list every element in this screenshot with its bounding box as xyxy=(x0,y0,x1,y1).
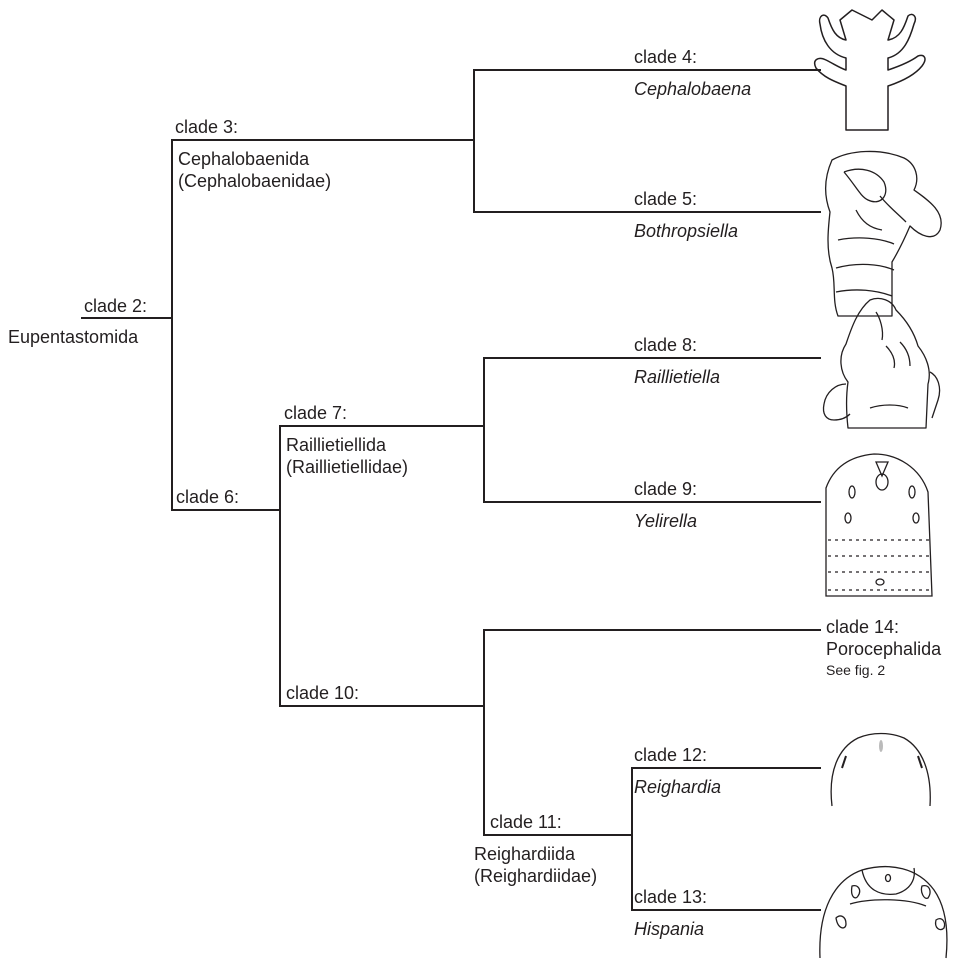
clade-7-family: (Raillietiellidae) xyxy=(286,457,409,477)
clade-3-label: clade 3: xyxy=(175,117,239,137)
clade-13-name: Hispania xyxy=(634,919,705,939)
clade-9-name: Yelirella xyxy=(634,511,698,531)
clade-12-label: clade 12: xyxy=(634,745,708,765)
clade-11-label: clade 11: xyxy=(490,812,562,832)
clade-13-label: clade 13: xyxy=(634,887,708,907)
clade-14-name: Porocephalida xyxy=(826,639,942,659)
hispania-drawing xyxy=(819,865,948,959)
reighardia-drawing xyxy=(830,732,931,807)
clade-14-note: See fig. 2 xyxy=(826,662,886,678)
raillietiella-drawing xyxy=(822,297,941,429)
clade-7-label: clade 7: xyxy=(284,403,348,423)
clade-14-label: clade 14: xyxy=(826,617,900,637)
bothropsiella-drawing xyxy=(825,150,942,317)
clade-11-name: Reighardiida xyxy=(474,844,576,864)
clade-6-label: clade 6: xyxy=(176,487,240,507)
clade-5-name: Bothropsiella xyxy=(634,221,739,241)
clade-12-name: Reighardia xyxy=(634,777,722,797)
clade-11-family: (Reighardiidae) xyxy=(474,866,598,886)
clade-4-name: Cephalobaena xyxy=(634,79,752,99)
clade-8-label: clade 8: xyxy=(634,335,698,355)
clade-2-name: Eupentastomida xyxy=(8,327,139,347)
clade-5-label: clade 5: xyxy=(634,189,698,209)
yelirella-drawing xyxy=(825,453,933,597)
clade-8-name: Raillietiella xyxy=(634,367,721,387)
clade-9-label: clade 9: xyxy=(634,479,698,499)
clade-10-label: clade 10: xyxy=(286,683,360,703)
clade-7-name: Raillietiellida xyxy=(286,435,387,455)
cephalobaena-drawing xyxy=(814,9,926,131)
clade-3-family: (Cephalobaenidae) xyxy=(178,171,332,191)
clade-3-name: Cephalobaenida xyxy=(178,149,310,169)
clade-4-label: clade 4: xyxy=(634,47,698,67)
clade-2-label: clade 2: xyxy=(84,296,148,316)
